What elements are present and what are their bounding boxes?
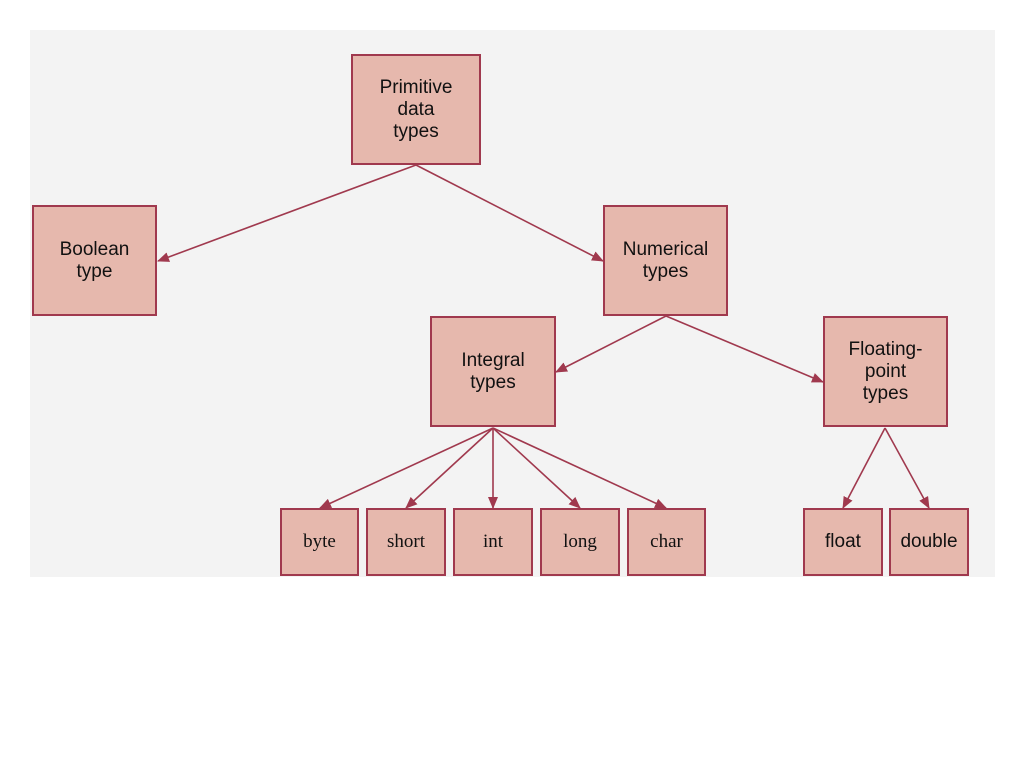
edge-numerical-floating: [665, 315, 824, 383]
node-long: long: [540, 508, 620, 576]
edge-primitive-boolean: [157, 164, 417, 262]
node-integral-types: Integral types: [430, 316, 556, 427]
node-short: short: [366, 508, 446, 576]
node-int: int: [453, 508, 533, 576]
node-double: double: [889, 508, 969, 576]
edge-integral-char: [492, 427, 667, 509]
node-byte: byte: [280, 508, 359, 576]
edge-floating-double: [884, 427, 930, 509]
node-numerical-types: Numerical types: [603, 205, 728, 316]
edge-numerical-integral: [555, 315, 667, 373]
edge-integral-long: [492, 427, 581, 509]
node-primitive-data-types: Primitive data types: [351, 54, 481, 165]
edge-integral-short: [405, 427, 494, 509]
edge-integral-byte: [319, 427, 494, 509]
node-float: float: [803, 508, 883, 576]
node-floating-point-types: Floating- point types: [823, 316, 948, 427]
edge-floating-float: [842, 427, 886, 509]
diagram-canvas: [30, 30, 995, 577]
node-boolean-type: Boolean type: [32, 205, 157, 316]
node-char: char: [627, 508, 706, 576]
edge-primitive-numerical: [415, 164, 604, 262]
